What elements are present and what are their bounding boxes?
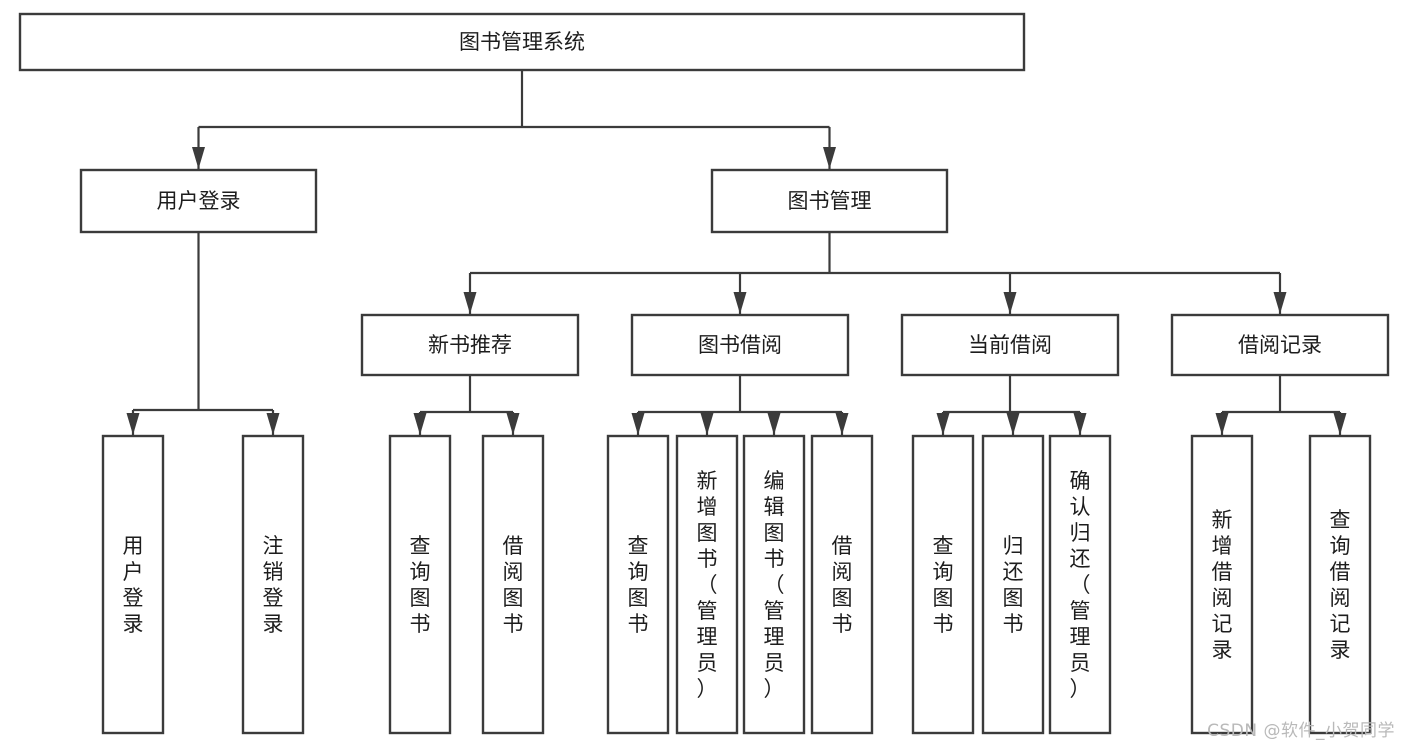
node[interactable]: 用户登录: [79, 168, 318, 234]
node-label: 用户登录: [123, 534, 144, 636]
arrow-head-icon: [126, 413, 140, 435]
arrow-head-icon: [700, 413, 714, 435]
node-label: 新增图书（管理员）: [697, 469, 718, 701]
arrow-head-icon: [631, 413, 645, 435]
node-label: 借阅图书: [832, 534, 853, 636]
nodes-layer: 图书管理系统用户登录图书管理新书推荐图书借阅当前借阅借阅记录用户登录注销登录查询…: [18, 12, 1390, 735]
node-box[interactable]: [388, 434, 452, 735]
node-label: 归还图书: [1003, 534, 1024, 636]
node[interactable]: 新书推荐: [360, 313, 580, 377]
node-box[interactable]: [79, 168, 318, 234]
leaf-node[interactable]: 借阅图书: [810, 434, 874, 735]
node-box[interactable]: [710, 168, 949, 234]
leaf-node[interactable]: 查询借阅记录: [1308, 434, 1372, 735]
arrow-head-icon: [1215, 413, 1229, 435]
node-label: 确认归还（管理员）: [1070, 469, 1091, 701]
leaf-node[interactable]: 确认归还（管理员）: [1048, 434, 1112, 735]
node-label: 用户登录: [157, 189, 241, 213]
node-label: 图书管理系统: [459, 30, 585, 54]
node-label: 查询图书: [628, 534, 649, 636]
node-box[interactable]: [360, 313, 580, 377]
leaf-node[interactable]: 注销登录: [241, 434, 305, 735]
node-label: 查询借阅记录: [1330, 508, 1351, 662]
node-box[interactable]: [742, 434, 806, 735]
leaf-node[interactable]: 借阅图书: [481, 434, 545, 735]
node-label: 查询图书: [410, 534, 431, 636]
node-label: 借阅图书: [503, 534, 524, 636]
arrow-head-icon: [835, 413, 849, 435]
node-label: 借阅记录: [1238, 333, 1322, 357]
leaf-node[interactable]: 归还图书: [981, 434, 1045, 735]
node-box[interactable]: [18, 12, 1026, 72]
node-box[interactable]: [1170, 313, 1390, 377]
node[interactable]: 当前借阅: [900, 313, 1120, 377]
node-label: 新增借阅记录: [1212, 508, 1233, 662]
node-box[interactable]: [481, 434, 545, 735]
node-label: 图书借阅: [698, 333, 782, 357]
node-box[interactable]: [810, 434, 874, 735]
node-box[interactable]: [981, 434, 1045, 735]
arrow-head-icon: [266, 413, 280, 435]
node-label: 注销登录: [263, 534, 284, 636]
node-box[interactable]: [911, 434, 975, 735]
root-node[interactable]: 图书管理系统: [18, 12, 1026, 72]
arrow-head-icon: [936, 413, 950, 435]
arrow-head-icon: [1273, 292, 1287, 314]
node-box[interactable]: [606, 434, 670, 735]
node[interactable]: 借阅记录: [1170, 313, 1390, 377]
connectors-layer: [126, 70, 1347, 435]
arrow-head-icon: [1003, 292, 1017, 314]
arrow-head-icon: [463, 292, 477, 314]
node-box[interactable]: [630, 313, 850, 377]
node[interactable]: 图书管理: [710, 168, 949, 234]
node-label: 新书推荐: [428, 333, 512, 357]
node-label: 图书管理: [788, 189, 872, 213]
leaf-node[interactable]: 查询图书: [606, 434, 670, 735]
node-box[interactable]: [900, 313, 1120, 377]
leaf-node[interactable]: 查询图书: [911, 434, 975, 735]
leaf-node[interactable]: 新增借阅记录: [1190, 434, 1254, 735]
arrow-head-icon: [767, 413, 781, 435]
arrow-head-icon: [413, 413, 427, 435]
arrow-head-icon: [506, 413, 520, 435]
node-box[interactable]: [1308, 434, 1372, 735]
node-box[interactable]: [1048, 434, 1112, 735]
node-box[interactable]: [241, 434, 305, 735]
arrow-head-icon: [1333, 413, 1347, 435]
leaf-node[interactable]: 新增图书（管理员）: [675, 434, 739, 735]
node-box[interactable]: [101, 434, 165, 735]
arrow-head-icon: [823, 147, 836, 169]
arrow-head-icon: [192, 147, 205, 169]
arrow-head-icon: [1073, 413, 1087, 435]
leaf-node[interactable]: 编辑图书（管理员）: [742, 434, 806, 735]
leaf-node[interactable]: 查询图书: [388, 434, 452, 735]
node-label: 编辑图书（管理员）: [764, 469, 785, 701]
arrow-head-icon: [733, 292, 747, 314]
leaf-node[interactable]: 用户登录: [101, 434, 165, 735]
node-label: 当前借阅: [968, 333, 1052, 357]
node-label: 查询图书: [933, 534, 954, 636]
node[interactable]: 图书借阅: [630, 313, 850, 377]
node-box[interactable]: [1190, 434, 1254, 735]
node-box[interactable]: [675, 434, 739, 735]
arrow-head-icon: [1006, 413, 1020, 435]
